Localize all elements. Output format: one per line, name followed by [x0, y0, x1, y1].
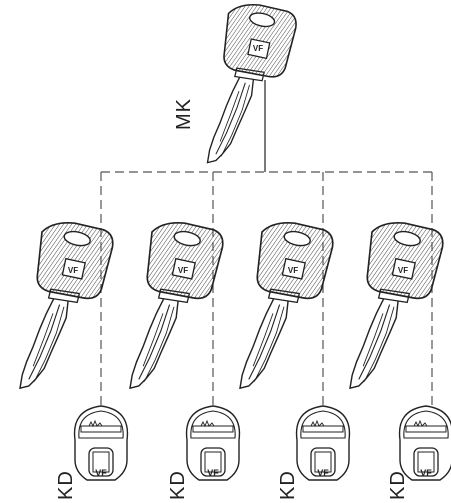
key-label: KD	[167, 470, 189, 500]
key-icon	[130, 223, 223, 388]
key-label: KD	[55, 470, 77, 500]
cylinder-logo: VF	[95, 468, 107, 478]
master-key-logo: VF	[253, 44, 263, 53]
key-icon	[240, 223, 333, 388]
key-icon	[350, 223, 443, 388]
master-key: VF MK	[173, 5, 296, 163]
child-key-1: VF VF KD	[20, 223, 127, 500]
key-logo: VF	[178, 266, 188, 275]
key-logo: VF	[68, 266, 78, 275]
key-icon	[20, 223, 113, 388]
key-logo: VF	[398, 266, 408, 275]
cylinder-logo: VF	[420, 468, 432, 478]
key-label: KD	[387, 470, 409, 500]
cylinder-logo: VF	[207, 468, 219, 478]
child-key-2: VF VF KD	[130, 223, 239, 500]
cylinder-logo: VF	[317, 468, 329, 478]
key-logo: VF	[288, 266, 298, 275]
key-label: KD	[277, 470, 299, 500]
master-key-label: MK	[173, 98, 195, 130]
master-key-icon	[208, 5, 297, 163]
child-key-3: VF VF KD	[240, 223, 349, 500]
child-key-4: VF VF KD	[350, 223, 451, 500]
